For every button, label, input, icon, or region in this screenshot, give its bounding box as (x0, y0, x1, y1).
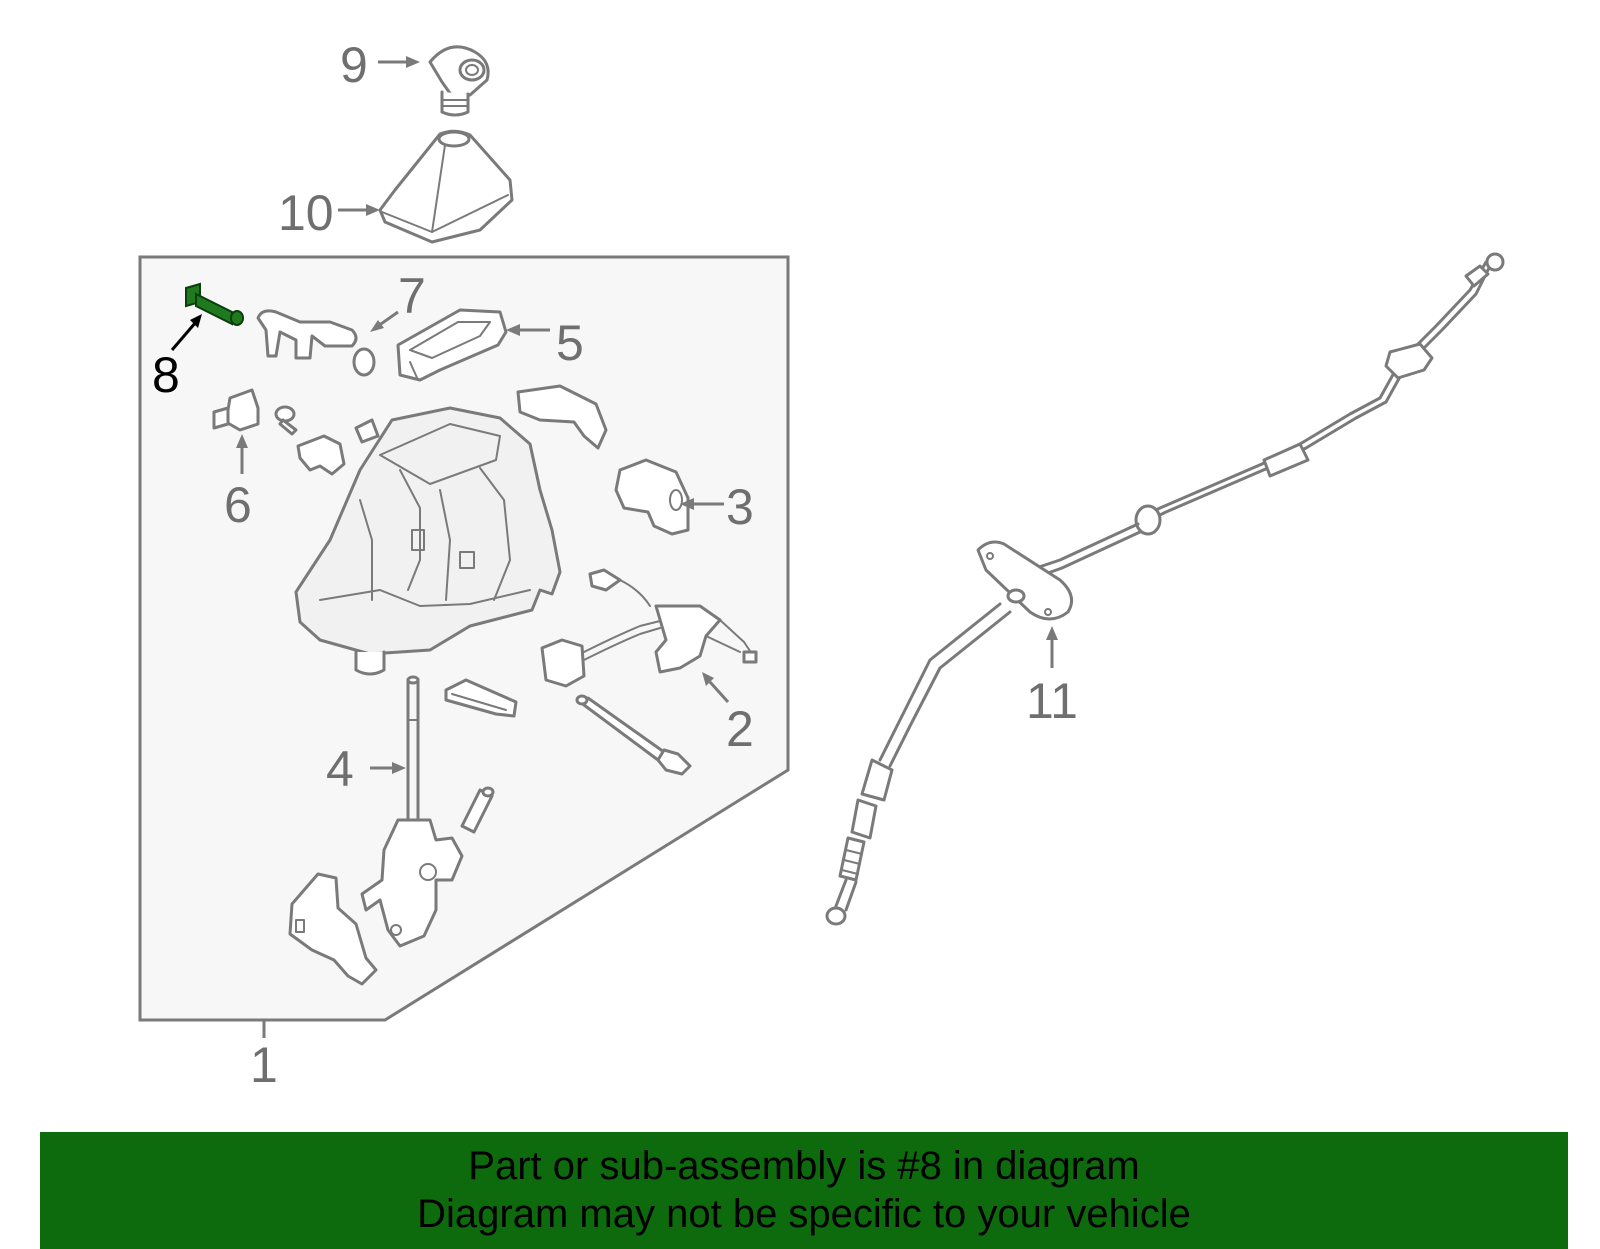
callout-3: 3 (726, 479, 754, 535)
screw-small[interactable] (274, 405, 298, 436)
shift-boot-part[interactable] (378, 129, 514, 244)
pin-part[interactable] (460, 786, 495, 834)
callout-10: 10 (278, 185, 334, 241)
callout-1: 1 (250, 1037, 278, 1093)
callout-5: 5 (556, 315, 584, 371)
long-bolt-part[interactable] (575, 694, 692, 776)
bracket-part[interactable] (256, 309, 376, 377)
switch-part[interactable] (212, 388, 260, 432)
clip-part[interactable] (296, 418, 380, 476)
banner-line-1: Part or sub-assembly is #8 in diagram (468, 1144, 1140, 1188)
detent-cover-part[interactable] (516, 384, 690, 536)
parts-diagram: 9 10 7 5 8 6 3 2 4 11 1 (138, 37, 1505, 1093)
banner-line-2: Diagram may not be specific to your vehi… (417, 1192, 1191, 1236)
sensor-harness-part[interactable] (540, 568, 758, 688)
base-bracket-part[interactable] (288, 872, 378, 986)
slider-strip-part[interactable] (444, 678, 518, 718)
shift-cable-part[interactable] (825, 252, 1505, 926)
shift-knob-part[interactable] (428, 45, 490, 117)
callout-8: 8 (152, 347, 180, 403)
gate-plate-part[interactable] (396, 308, 508, 382)
shifter-housing-part[interactable] (294, 406, 562, 676)
callout-arrows (170, 56, 1058, 774)
callout-4: 4 (326, 741, 354, 797)
info-banner: Part or sub-assembly is #8 in diagram Di… (40, 1132, 1568, 1249)
callout-6: 6 (224, 477, 252, 533)
callout-7: 7 (398, 268, 426, 324)
callout-11: 11 (1026, 673, 1078, 729)
callout-9: 9 (340, 37, 368, 93)
shift-lever-part[interactable] (360, 675, 464, 948)
callout-2: 2 (726, 701, 754, 757)
highlighted-pin-part[interactable] (185, 282, 244, 326)
